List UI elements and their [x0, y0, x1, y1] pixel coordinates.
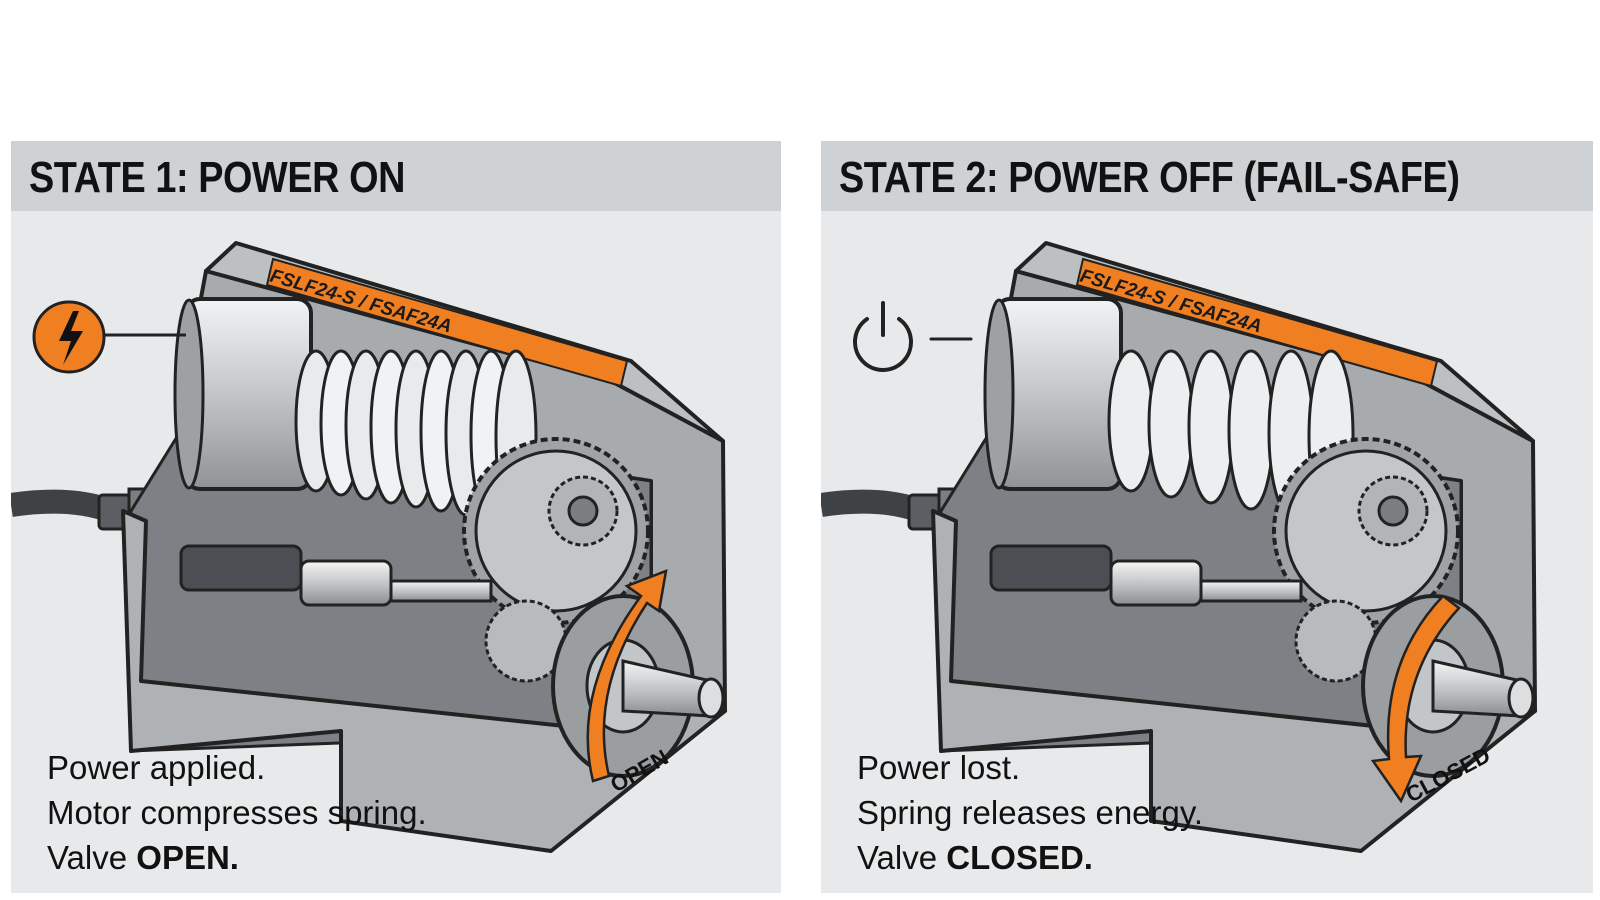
state-1-actuator-illustration: FSLF24-S / FSAF24A [11, 241, 727, 853]
caption-line-1: Power applied. [47, 749, 266, 786]
housing-front [121, 509, 727, 853]
caption-line-3: Valve CLOSED. [857, 839, 1093, 876]
large-gear [1272, 437, 1460, 625]
valve-state-closed: CLOSED. [946, 839, 1093, 876]
state-2-actuator-illustration: FSLF24-S / FSAF24A [821, 241, 1537, 853]
rotation-arrow-down-icon [1370, 594, 1461, 804]
state-2-header: STATE 2: POWER OFF (FAIL-SAFE) [821, 141, 1593, 211]
large-gear [462, 437, 650, 625]
power-cable [821, 489, 926, 523]
state-2-title: STATE 2: POWER OFF (FAIL-SAFE) [839, 153, 1460, 202]
caption-line-2: Motor compresses spring. [47, 794, 427, 831]
power-cable [11, 489, 116, 523]
caption-line-3: Valve OPEN. [47, 839, 239, 876]
drive-shaft [179, 544, 493, 607]
state-2-panel: STATE 2: POWER OFF (FAIL-SAFE) FSLF24-S … [821, 141, 1593, 893]
state-1-title: STATE 1: POWER ON [29, 153, 406, 202]
motor [173, 297, 313, 491]
output-shaft [551, 594, 725, 778]
caption-line-2: Spring releases energy. [857, 794, 1204, 831]
state-1-panel: STATE 1: POWER ON FSLF24-S / FSAF24A [11, 141, 781, 893]
rotation-arrow-up-icon [586, 569, 668, 783]
caption-line-1: Power lost. [857, 749, 1021, 786]
motor [983, 297, 1123, 491]
drive-shaft [989, 544, 1303, 607]
state-1-caption: Power applied. Motor compresses spring. … [47, 745, 427, 880]
power-off-icon [853, 301, 973, 372]
valve-state-open: OPEN. [136, 839, 239, 876]
lightning-bolt-icon [32, 300, 186, 374]
state-2-caption: Power lost. Spring releases energy. Valv… [857, 745, 1203, 880]
state-1-header: STATE 1: POWER ON [11, 141, 781, 211]
